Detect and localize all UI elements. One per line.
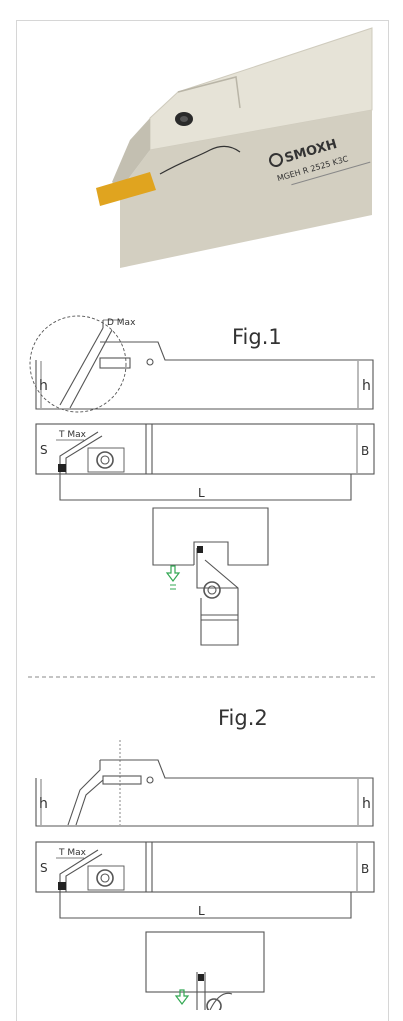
fig1-pin-icon (146, 358, 154, 366)
fig2-top-blade-2 (65, 853, 103, 892)
holder-step (177, 76, 241, 109)
fig2-front-holder (209, 992, 233, 1010)
figure-1-title: Fig.1 (232, 325, 282, 349)
fig2-screw-inner (100, 873, 110, 883)
fig1-front-insert (197, 546, 203, 553)
grooving-insert (96, 172, 156, 206)
fig1-b-label: B (361, 444, 369, 458)
figure-2: Fig.2 h h T Max S B L (35, 706, 375, 1010)
fig2-insert-tip (58, 882, 66, 890)
fig2-top-view-body (35, 841, 375, 893)
fig1-tmax-label: T Max (58, 430, 87, 440)
holder-head-side (112, 118, 150, 190)
fig1-blade-line (59, 327, 104, 406)
fig2-b-label: B (361, 862, 369, 876)
fig2-clamp-top (87, 865, 125, 891)
feed-arrow-up-icon (165, 565, 181, 582)
fig2-shank (59, 892, 352, 919)
fig1-h-left: h (39, 378, 48, 394)
fig2-front-screw-icon (206, 998, 222, 1010)
holder-front-face (120, 110, 372, 268)
fig1-front-screw-inner (207, 585, 217, 595)
fig1-side-view-body (35, 341, 374, 410)
fig1-shank (59, 474, 352, 501)
fig2-clamp (102, 775, 142, 785)
fig1-h-right: h (362, 378, 371, 394)
fig1-top-blade-2 (65, 435, 103, 474)
fig1-screw-inner (100, 455, 110, 465)
fig2-s-label: S (40, 861, 48, 875)
engraving-subline (291, 161, 371, 186)
fig1-l-label: L (198, 486, 205, 500)
fig1-blade-line-2 (69, 329, 113, 409)
clamp-slot (159, 145, 241, 175)
fig2-h-right: h (362, 796, 371, 812)
product-image: SMOXH MGEH R 2525 K3C (96, 27, 373, 268)
fig1-workpiece (152, 507, 269, 566)
fig2-l-label: L (198, 904, 205, 918)
fig2-tmax-label: T Max (58, 848, 87, 858)
fig2-blade-line (67, 760, 101, 826)
fig2-pin-icon (146, 776, 154, 784)
fig1-s-label: S (40, 443, 48, 457)
fig2-h-left: h (39, 796, 48, 812)
figure-2-title: Fig.2 (218, 706, 268, 730)
fig1-front-blade (196, 548, 238, 589)
fig2-side-view-body (35, 759, 374, 827)
screw-socket (180, 116, 188, 122)
logo-mark-icon (269, 153, 283, 167)
fig2-front-insert (198, 974, 204, 981)
figure-1: Fig.1 D Max h h (29, 315, 375, 646)
fig1-dmax-label: D Max (107, 318, 136, 328)
fig2-feed-arrow-up-icon (174, 989, 190, 1005)
fig1-front-screw-icon (203, 581, 221, 599)
fig2-blade-line-2 (75, 779, 104, 826)
fig1-clamp-top (87, 447, 125, 473)
fig1-dmax-circle (29, 315, 127, 413)
fig1-clamp (99, 357, 131, 369)
fig1-top-view-body (35, 423, 375, 475)
fig1-insert-tip (58, 464, 66, 472)
fig2-screw-icon (96, 869, 114, 887)
fig1-screw-icon (96, 451, 114, 469)
fig1-front-holder (200, 559, 239, 646)
